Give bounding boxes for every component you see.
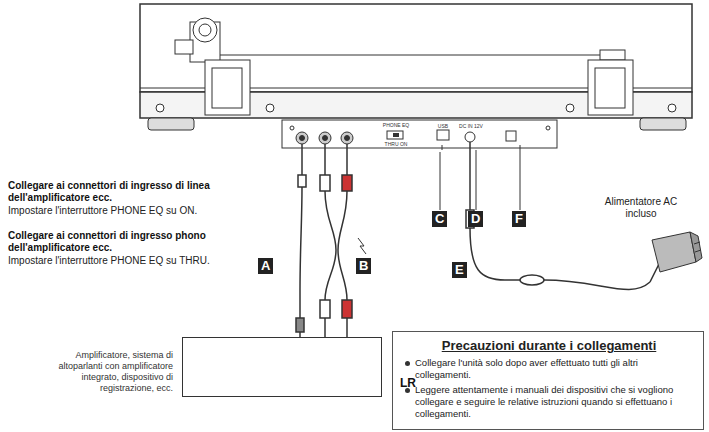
box-heading: Precauzioni durante i collegamenti (405, 338, 693, 354)
bullet-text: Collegare l'unità solo dopo aver effettu… (415, 357, 638, 380)
dc-in-jack (465, 132, 475, 142)
panel-label: USB (430, 123, 456, 129)
power-switch (506, 131, 516, 141)
callout-letter: B (356, 258, 371, 274)
instruction-heading: Collegare ai connettori di ingresso di l… (8, 180, 248, 204)
ac-adapter (652, 232, 702, 272)
callout-letter: F (512, 211, 526, 227)
bullet-dot (405, 361, 410, 366)
panel-label: THRU ON (376, 141, 416, 147)
panel-label: PHONE EQ (376, 122, 416, 128)
tonearm (175, 18, 625, 62)
callout-letter: D (468, 211, 483, 227)
rca-cable (320, 144, 352, 337)
channel-label: LR (392, 377, 416, 389)
hinge (156, 60, 676, 115)
panel-label: DC IN 12V (456, 123, 486, 129)
callout-letter-text: C (435, 211, 444, 226)
device-label: Amplificatore, sistema di altoparlanti c… (53, 350, 173, 394)
amplifier-box: Amplificatore, sistema di altoparlanti c… (182, 337, 382, 397)
callout-letter-text: B (359, 258, 368, 273)
callout-letter-text: A (261, 258, 270, 273)
precautions-box: Precauzioni durante i collegamentiColleg… (392, 331, 704, 430)
callout-letter-text: E (455, 262, 464, 277)
leader-line (440, 145, 520, 210)
bullet-text: Leggere attentamente i manuali dei dispo… (415, 384, 673, 419)
callout-letter: A (258, 258, 273, 274)
bullet-note: Leggere attentamente i manuali dei dispo… (405, 384, 693, 420)
arrow-mark (358, 238, 366, 254)
bullet-note: Collegare l'unità solo dopo aver effettu… (405, 357, 693, 381)
callout-letter-text: D (471, 211, 480, 226)
instruction-note: Impostare l'interruttore PHONE EQ su THR… (8, 255, 288, 267)
callout-letter: C (432, 211, 447, 227)
rear-panel (282, 120, 557, 148)
phone-eq-switch (387, 131, 403, 139)
usb-port (437, 130, 449, 140)
callout-letter: E (452, 262, 467, 278)
rca-jack (296, 132, 353, 144)
ground-wire (296, 144, 306, 337)
callout-letter-text: F (515, 211, 523, 226)
instruction-heading: Collegare ai connettori di ingresso phon… (8, 230, 248, 254)
instruction-note: Impostare l'interruttore PHONE EQ su ON. (8, 205, 288, 217)
adapter-label: Alimentatore AC incluso (596, 196, 686, 220)
